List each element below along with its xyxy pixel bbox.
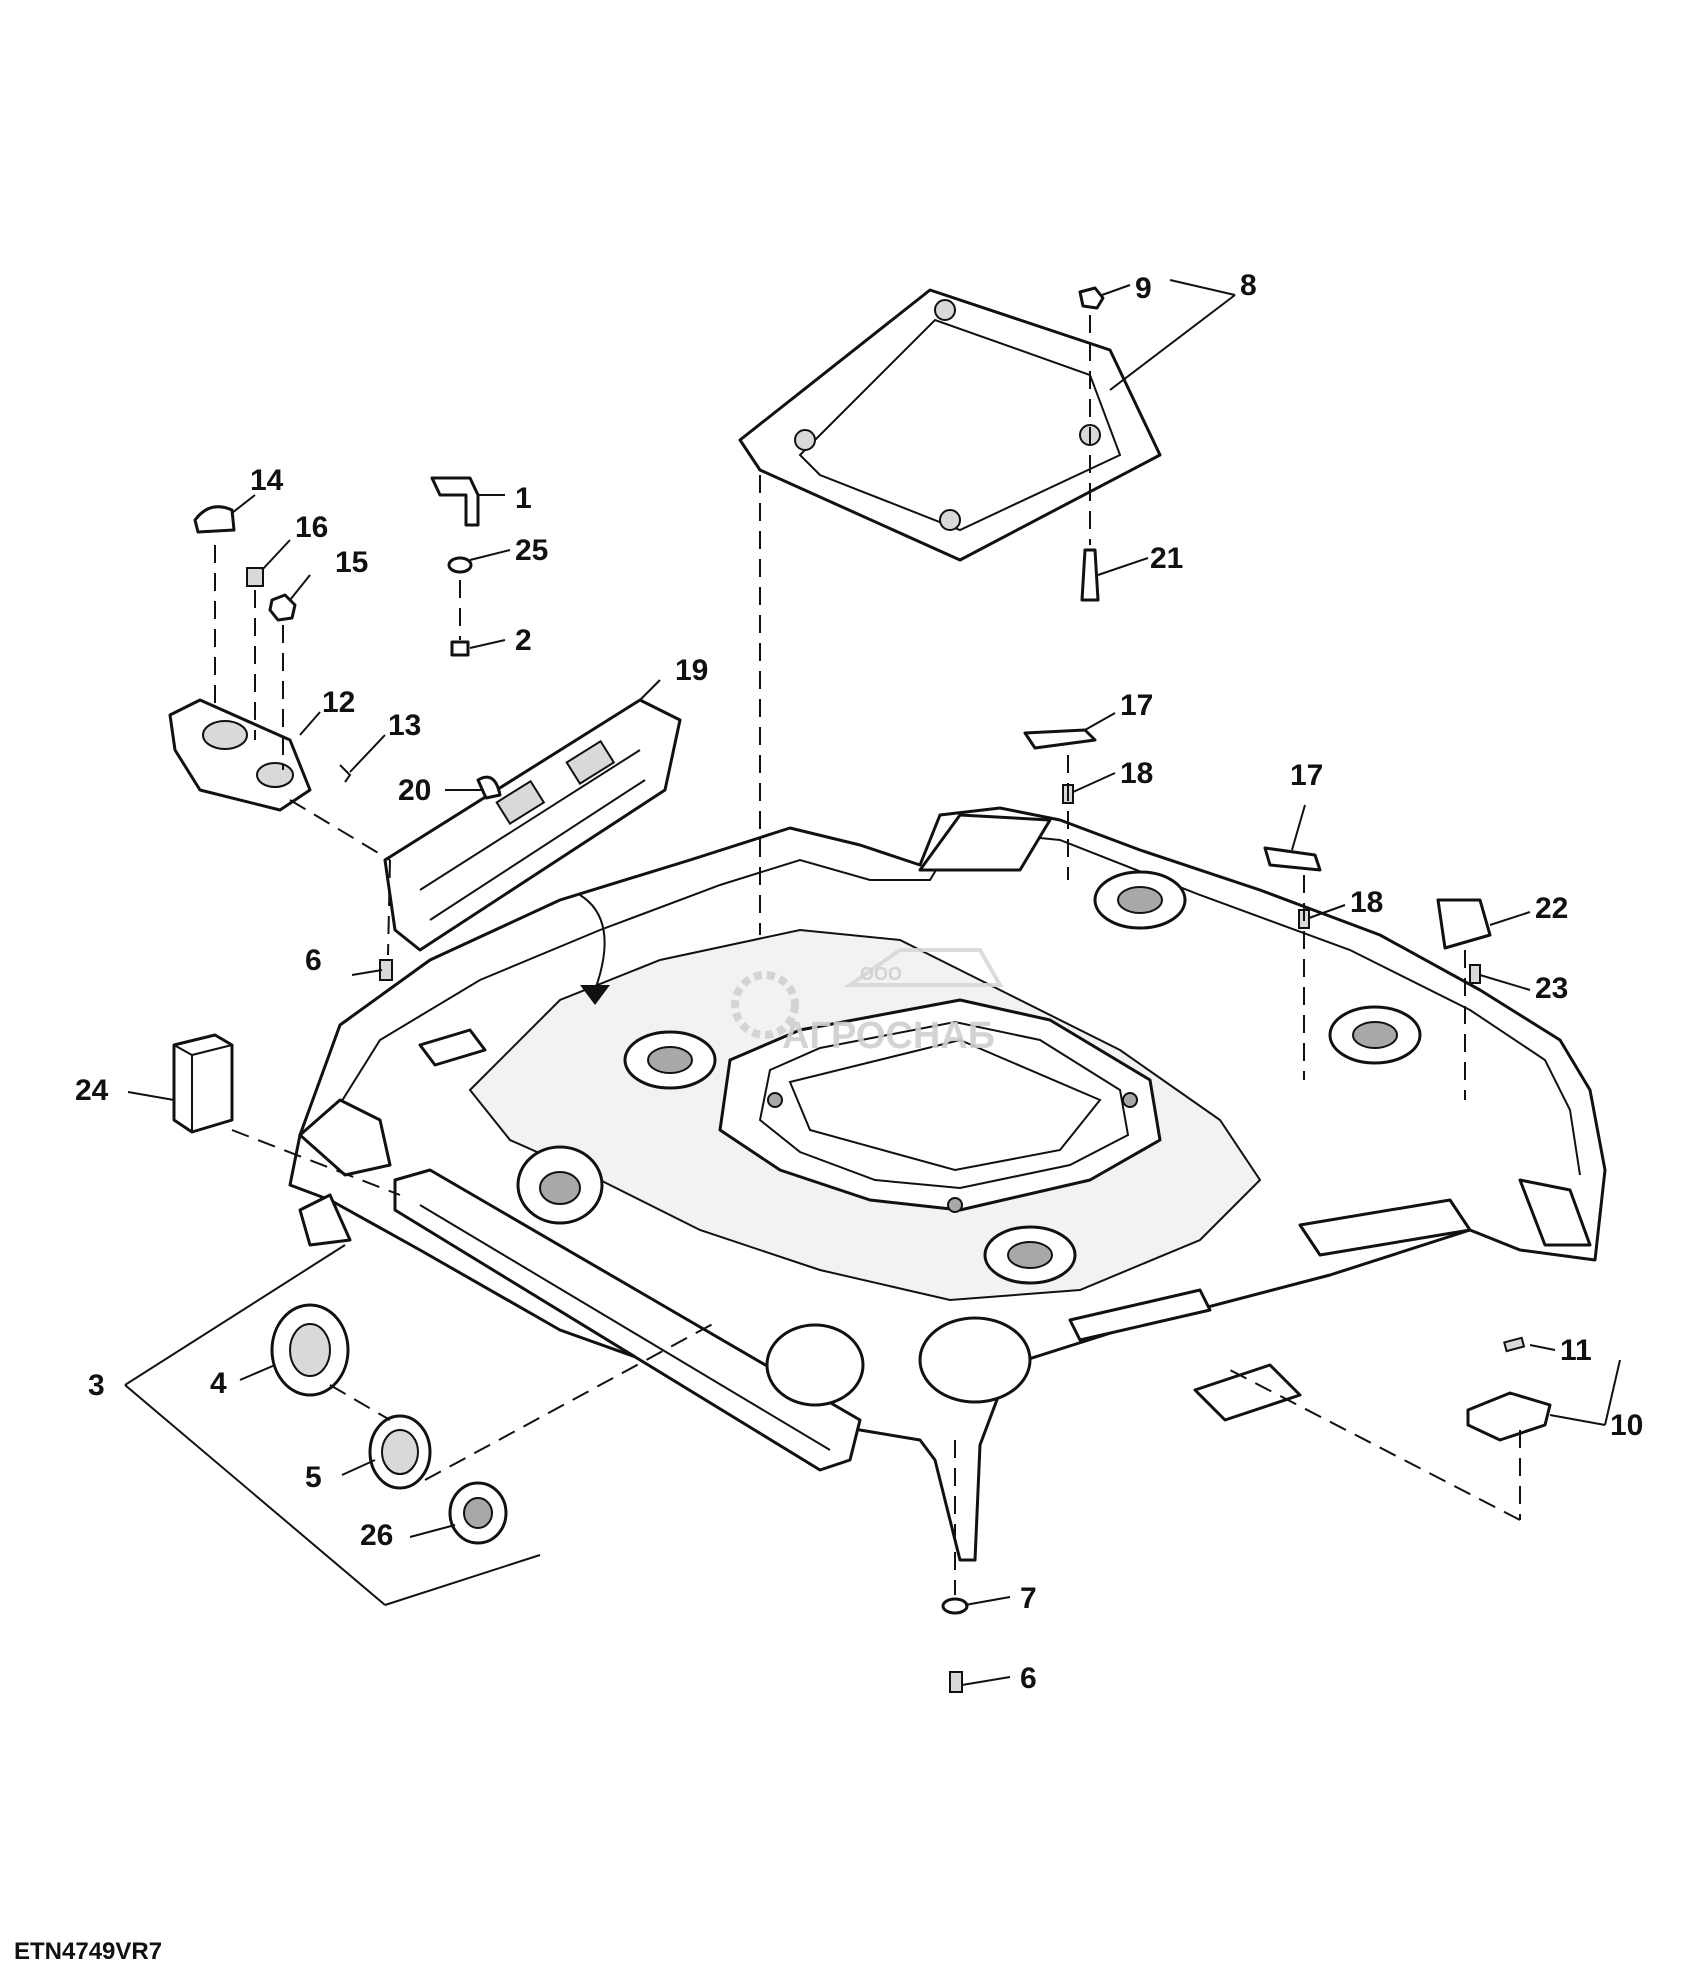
headliner-panel: [288, 806, 1607, 1562]
callout-26: 26: [360, 1519, 393, 1552]
callout-20: 20: [398, 774, 431, 807]
callout-labels: 1 2 3 4 5 6 6 7 8 9 10 11 12 13 14 15 16…: [75, 269, 1643, 1695]
callout-7: 7: [1020, 1582, 1037, 1615]
callout-2: 2: [515, 624, 532, 657]
callout-8: 8: [1240, 269, 1257, 302]
callout-19: 19: [675, 654, 708, 687]
callout-10: 10: [1610, 1409, 1643, 1442]
callout-13: 13: [388, 709, 421, 742]
callout-5: 5: [305, 1461, 322, 1494]
callout-18-right: 18: [1350, 886, 1383, 919]
leader-lines: [124, 279, 1621, 1686]
callout-17-left: 17: [1120, 689, 1153, 722]
callout-22: 22: [1535, 892, 1568, 925]
callout-17-right: 17: [1290, 759, 1323, 792]
callout-24: 24: [75, 1074, 109, 1107]
small-parts: [172, 286, 1552, 1693]
watermark-company-form: ООО: [860, 964, 902, 984]
callout-25: 25: [515, 534, 548, 567]
callout-15: 15: [335, 546, 368, 579]
callout-4: 4: [210, 1367, 227, 1400]
callout-3: 3: [88, 1369, 105, 1402]
assembly-lines: [214, 315, 1521, 1595]
callout-1: 1: [515, 482, 532, 515]
callout-16: 16: [295, 511, 328, 544]
part-console-bezel: [168, 698, 312, 812]
callout-12: 12: [322, 686, 355, 719]
figure-code: ETN4749VR7: [14, 1938, 163, 1965]
part-sunroof-trim-ring: [738, 288, 1162, 562]
callout-6-bracket: 6: [305, 944, 322, 977]
watermark: ООО АГРОСНАБ: [731, 948, 1004, 1057]
watermark-company-name: АГРОСНАБ: [782, 1015, 995, 1057]
callout-23: 23: [1535, 972, 1568, 1005]
callout-14: 14: [250, 464, 284, 497]
callout-9: 9: [1135, 272, 1152, 305]
callout-18-left: 18: [1120, 757, 1153, 790]
callout-21: 21: [1150, 542, 1183, 575]
callout-11: 11: [1560, 1334, 1592, 1367]
callout-6-bottom: 6: [1020, 1662, 1037, 1695]
